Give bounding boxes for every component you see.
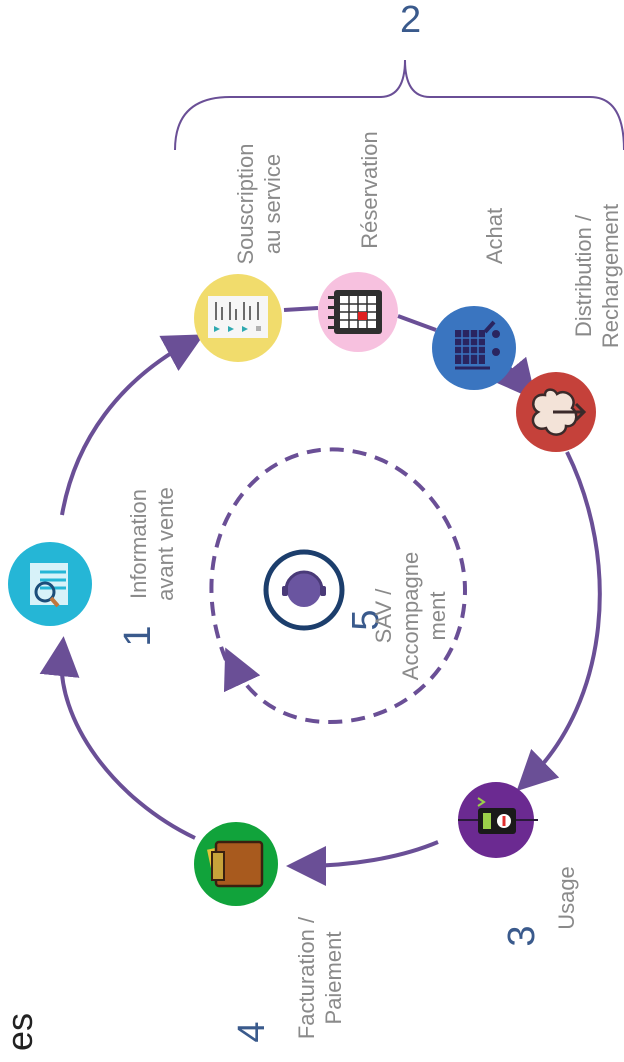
step-3-number: 3: [501, 925, 543, 947]
step-4-number: 4: [231, 1021, 273, 1043]
step-4-label: Facturation /Paiement: [294, 916, 346, 1040]
arrow-usage-to-paiement: [286, 840, 439, 886]
step-3-label: Usage: [554, 866, 579, 930]
search-chart-icon: [8, 542, 92, 626]
partial-title-text: es: [0, 1012, 40, 1052]
step-2-number: 2: [400, 0, 422, 41]
arrow-info-to-souscription: [60, 334, 205, 516]
cart-icon: [432, 306, 516, 390]
headset-person-icon: [263, 549, 345, 631]
reservation-label: Réservation: [357, 131, 382, 249]
achat-label: Achat: [482, 207, 507, 265]
phase-2-bracket: [174, 59, 624, 151]
arrow-paiement-to-info: [39, 636, 196, 840]
arrow-reservation-to-achat: [397, 314, 437, 332]
arrow-souscription-to-reservation: [283, 306, 319, 312]
cloud-export-icon: [516, 372, 596, 452]
sav-dashed-loop: [209, 447, 468, 725]
chart-bars-icon: [194, 274, 282, 362]
step-1-number: 1: [117, 625, 159, 647]
distribution-label: Distribution /Rechargement: [571, 203, 623, 349]
arrow-distribution-to-usage: [516, 451, 602, 792]
wallet-icon: [194, 822, 278, 906]
ticket-device-icon: [458, 782, 538, 858]
calendar-icon: [318, 272, 398, 352]
